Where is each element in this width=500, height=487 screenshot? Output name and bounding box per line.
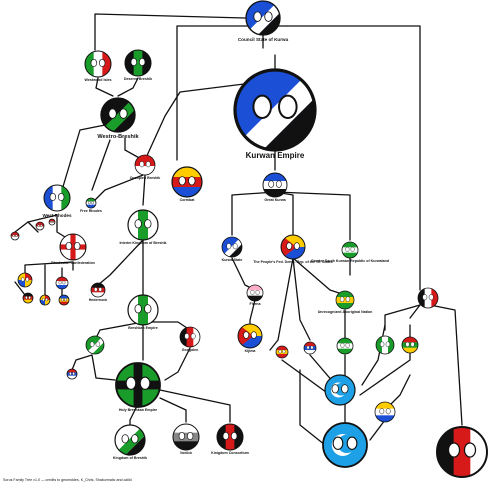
node-green-rep: [341, 241, 359, 259]
credit-text: Sorus Family Tree v1.0 — credits to geom…: [3, 478, 132, 482]
label-great-kurwa: Great Kurwa: [264, 197, 286, 202]
node-right-state: [417, 287, 439, 309]
nation-nodes: [10, 0, 488, 478]
node-mid5: [401, 336, 419, 354]
label-holy-breshkan: Holy Breshkan Empire: [118, 407, 158, 412]
label-breshkan-empire: Breshkan Empire: [128, 325, 158, 330]
node-kingdom-breshik: [114, 424, 146, 456]
node-blue-big: [322, 422, 368, 468]
node-deserve: [124, 49, 152, 77]
node-free-rhodes: [85, 197, 97, 209]
node-rhodesian-conf: [59, 233, 87, 261]
node-small3: [48, 218, 56, 226]
node-rh-sub3: [22, 292, 34, 304]
node-breshkan-empire: [127, 294, 159, 326]
node-hedernock: [90, 282, 106, 298]
label-gongalen: Gongalen: [181, 347, 199, 352]
label-kijima: Kijima: [244, 348, 256, 353]
label-hedernock: Hedernock: [88, 297, 108, 302]
label-kurwan-empire: Kurwan Empire: [245, 150, 305, 160]
node-small-red: [66, 368, 78, 380]
node-occupied: [134, 154, 156, 176]
node-west-rhodes: [43, 184, 71, 212]
label-west-rhodes: West Rhodes: [42, 212, 72, 218]
node-mid4: [375, 335, 395, 355]
node-great-kurwa: [262, 172, 288, 198]
node-breshkan-sub: [85, 335, 105, 355]
node-rh-sub1: [17, 272, 33, 288]
label-interim: Interim Kingdom of Breshik: [119, 240, 167, 245]
node-orange-sub: [374, 401, 396, 423]
label-kingdom-breshik: Kingdom of Breshik: [112, 455, 148, 460]
label-council: Council State of Kurwa: [237, 36, 289, 42]
tree-connectors: [14, 13, 463, 446]
label-kingdom-cons: Kinigdom Consortium: [211, 450, 249, 455]
node-right-big: [436, 426, 488, 478]
node-kurwa-state: [221, 236, 243, 258]
label-green-sub: Unrecognized Aboriginal Nation: [317, 309, 373, 314]
label-kurwa-state: Kurwa State: [221, 257, 243, 262]
node-florna: [246, 284, 264, 302]
node-mid1: [275, 345, 289, 359]
node-kingdom-cons: [216, 423, 244, 451]
node-rh-sub2: [55, 276, 69, 290]
label-westwood: Westwood Isles: [84, 77, 112, 82]
node-kurwan-empire: [233, 68, 317, 152]
node-rh-sub4: [39, 294, 51, 306]
node-westro: [100, 97, 136, 133]
node-kurwa-mid: [324, 374, 356, 406]
label-rhodesian-conf: Rhodesian Confederation: [51, 260, 95, 265]
label-green-rep: Greater South Kurwan Republic of Kurwala…: [310, 258, 390, 263]
node-interim: [127, 209, 159, 241]
label-free-rhodes: Free Rhodes: [80, 208, 102, 213]
node-small2: [35, 221, 45, 231]
node-peoples-rep: [280, 234, 306, 260]
label-deserve: Deserve Breshik: [123, 76, 153, 81]
label-westro: Westro-Breshik: [97, 133, 139, 140]
node-cormbat: [171, 166, 203, 198]
node-small1: [10, 231, 20, 241]
node-kijima: [237, 323, 263, 349]
node-westwood: [84, 50, 112, 78]
node-gongalen: [179, 326, 201, 348]
label-occupied: Occupied Breshik: [129, 175, 161, 180]
label-cormbat: Cormbat: [179, 197, 195, 202]
node-holy-breshkan: [115, 362, 161, 408]
node-green-sub: [335, 290, 355, 310]
node-mid2: [303, 341, 317, 355]
label-florna: Florna: [249, 301, 261, 306]
label-peoples-rep: The People's Fed. Demo. Rep. of the Ol. …: [253, 259, 333, 264]
node-mid3: [336, 337, 354, 355]
label-voxlick: Voxlick: [179, 450, 193, 455]
node-rh-sub5: [58, 294, 70, 306]
node-voxlick: [172, 423, 200, 451]
node-council: [245, 0, 281, 36]
